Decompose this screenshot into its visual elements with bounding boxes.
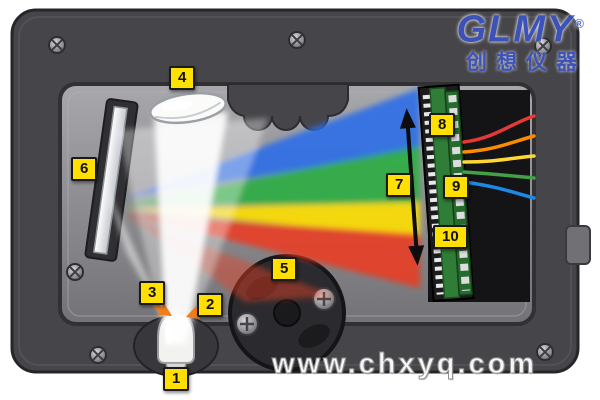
wheel-hub — [273, 299, 301, 327]
screw-icon — [536, 343, 554, 361]
photodiode-array — [422, 94, 444, 295]
screw-icon — [534, 37, 552, 55]
screw-icon — [66, 263, 84, 281]
wire-yellow — [462, 154, 536, 164]
wire-blue — [462, 180, 536, 200]
callout-2: 2 — [197, 293, 224, 317]
callout-5-filter-wheel: 5 — [271, 257, 298, 281]
scalloped-mount — [227, 83, 349, 131]
brand-name: GLMY — [456, 8, 575, 51]
scan-arrow — [399, 108, 425, 266]
callout-9-sensor: 9 — [443, 175, 470, 199]
wire-green — [462, 170, 536, 180]
screws — [48, 31, 554, 364]
wire-red — [462, 114, 536, 144]
wire-orange — [462, 134, 536, 154]
screw-icon — [89, 346, 107, 364]
beam-from-lamp — [154, 112, 228, 344]
screw-icon — [288, 31, 306, 49]
callout-10-sensor: 10 — [433, 225, 468, 249]
lens — [149, 91, 227, 125]
brand-chinese: 创想仪器 — [466, 50, 586, 74]
sensor-wires — [462, 114, 536, 200]
callout-7-scan-arrow: 7 — [386, 173, 413, 197]
callout-3: 3 — [139, 281, 166, 305]
lens-assembly — [149, 91, 227, 125]
screw-icon — [48, 36, 66, 54]
registered-mark-icon: ® — [574, 16, 586, 31]
url-watermark: www.chxyq.com — [271, 348, 538, 381]
callout-4-lens: 4 — [169, 66, 196, 90]
mirror — [92, 105, 128, 255]
brand-watermark: GLMY® 创想仪器 — [457, 4, 586, 76]
callout-8-sensor: 8 — [429, 113, 456, 137]
callout-1-lamp: 1 — [163, 367, 190, 391]
callout-6-mirror: 6 — [71, 157, 98, 181]
side-tab — [565, 225, 591, 265]
